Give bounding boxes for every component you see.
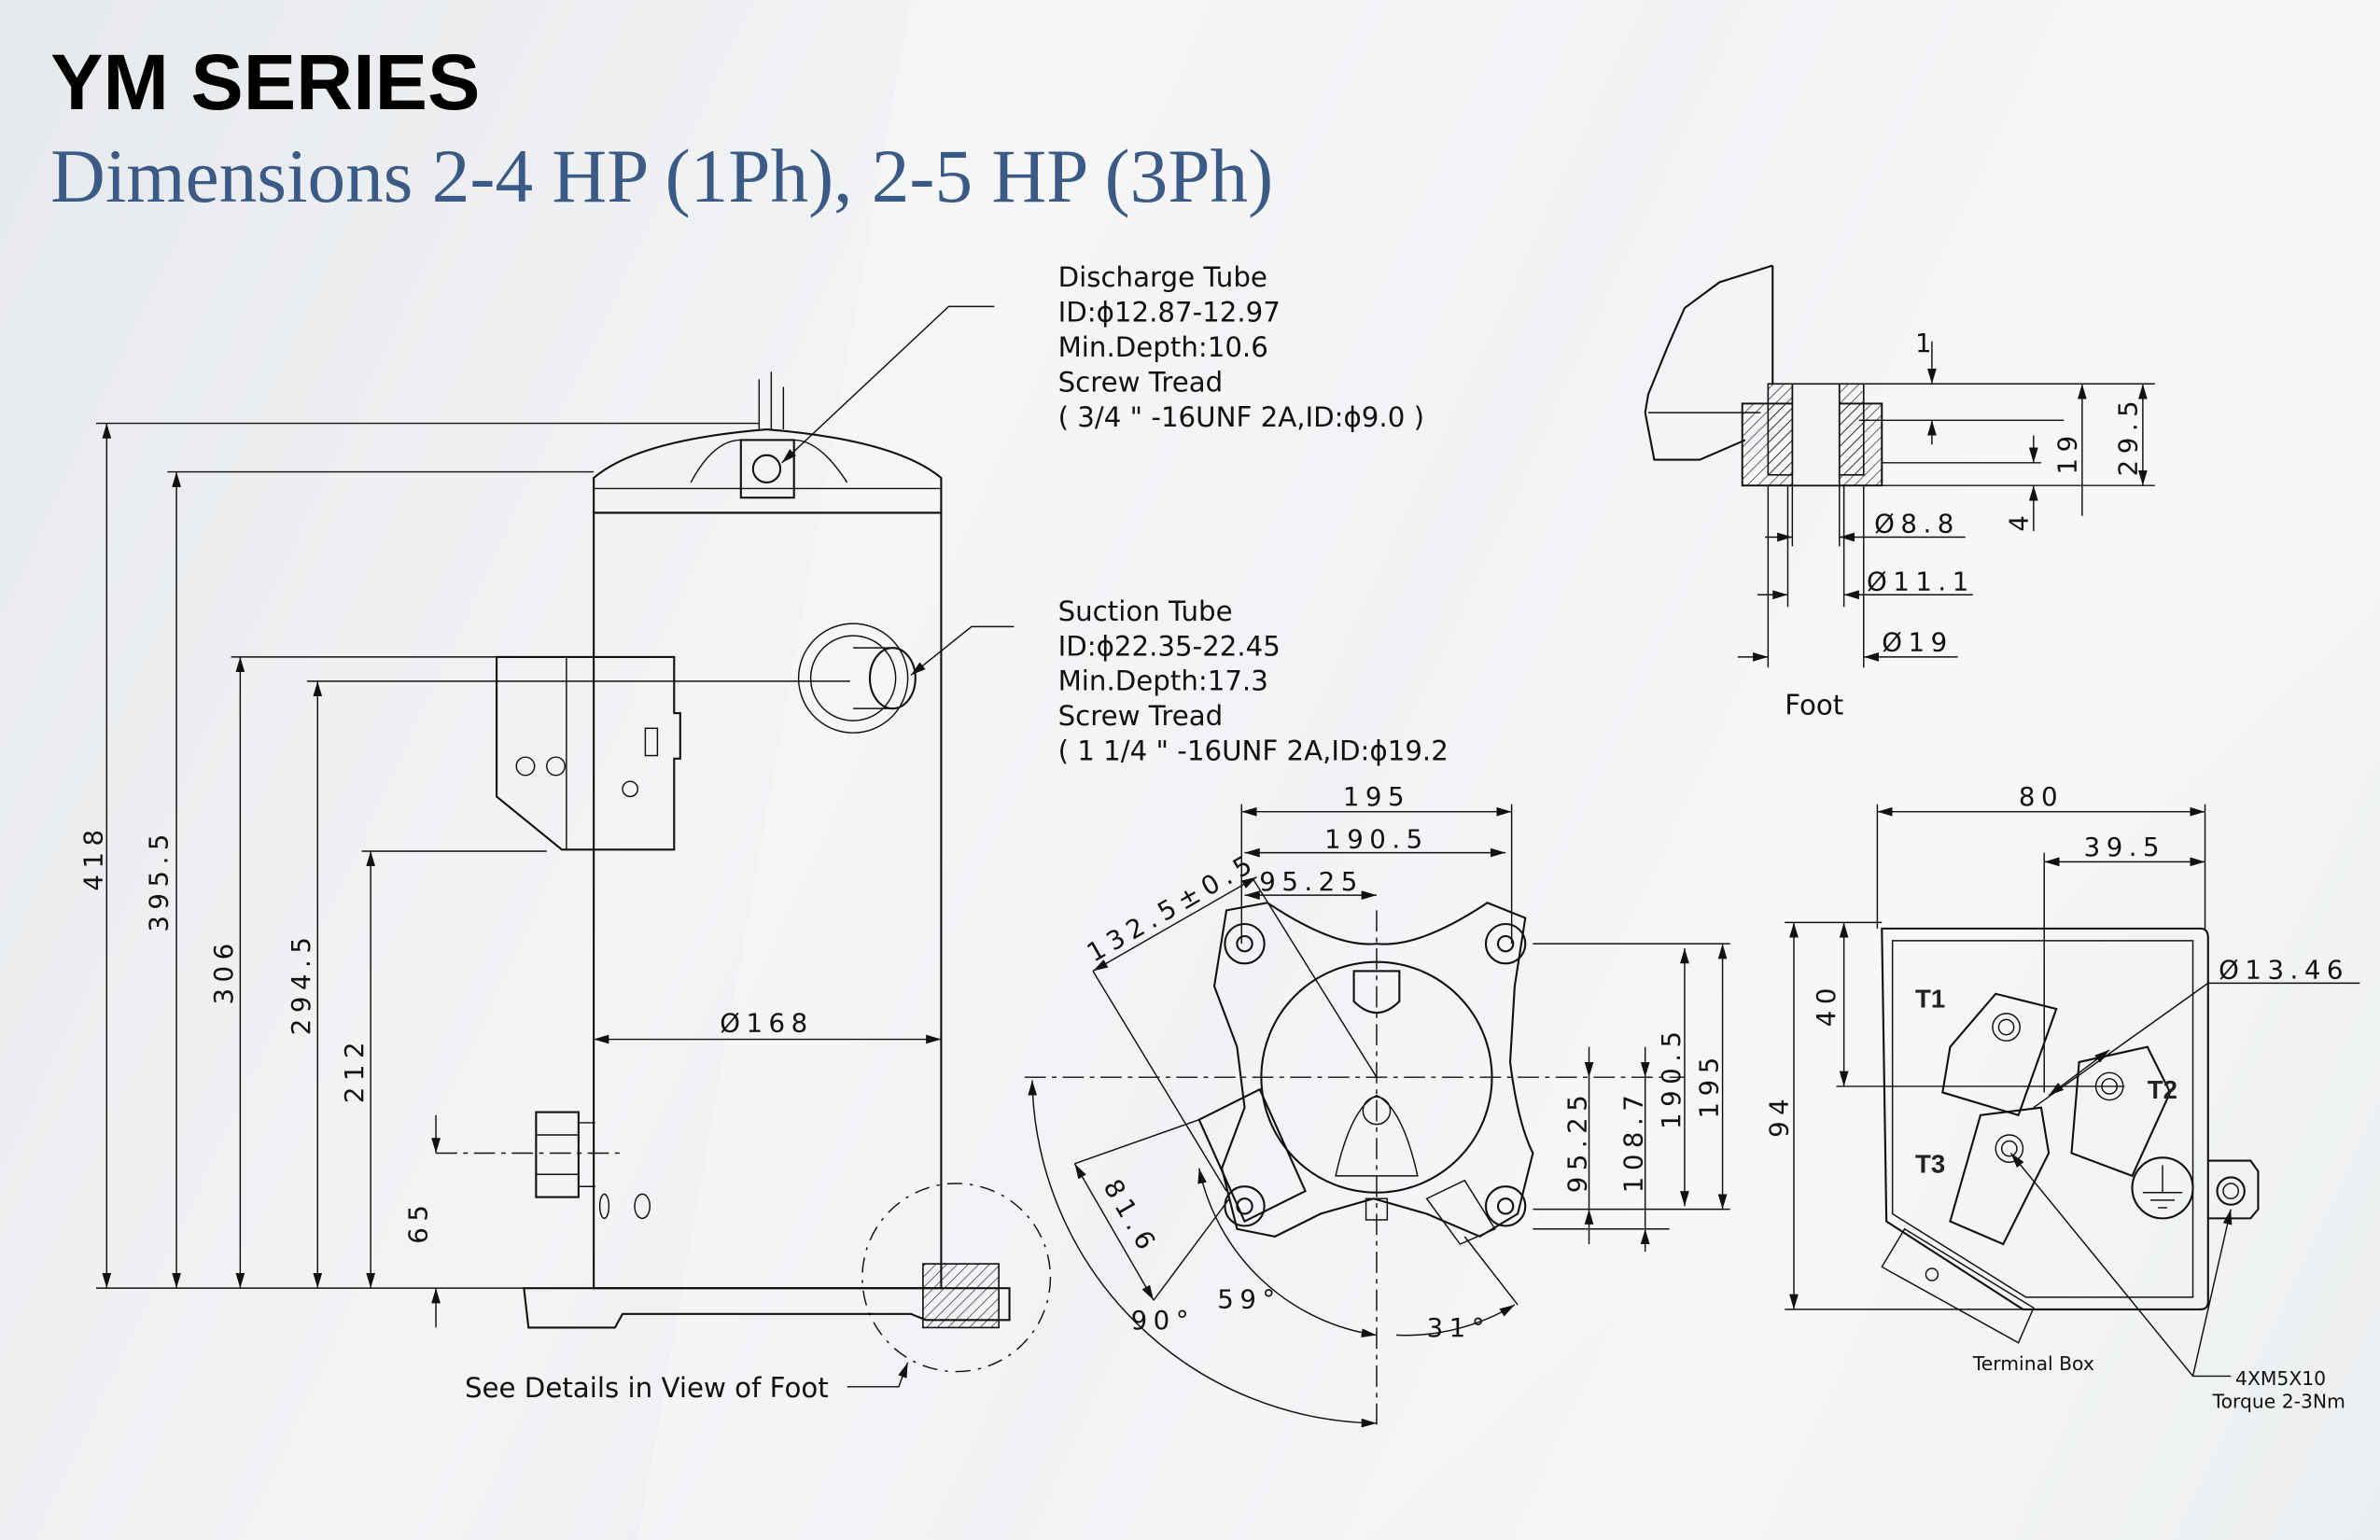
discharge-fitting	[739, 439, 795, 499]
note-line: Screw Tread	[1058, 700, 1224, 732]
dim-label-418: 418	[77, 823, 108, 890]
terminal-label-t2: T2	[2148, 1075, 2177, 1104]
dim-label-39-5: 39.5	[2084, 832, 2166, 862]
side-terminal-box	[496, 655, 681, 851]
terminal-box-label: Terminal Box	[1972, 1352, 2094, 1375]
note-line: ( 1 1/4 " -16UNF 2A,ID:ϕ19.2	[1058, 735, 1449, 766]
dim-label-h190-5: 190.5	[1656, 1025, 1687, 1129]
dim-label-dia19: Ø19	[1882, 626, 1953, 657]
dim-label-h95-25: 95.25	[1561, 1089, 1592, 1194]
dim-label-306: 306	[208, 937, 239, 1004]
terminal-t2	[2070, 1045, 2172, 1178]
dim-label-94: 94	[1763, 1093, 1794, 1138]
terminal-label-t3: T3	[1915, 1150, 1945, 1179]
dim-label-19: 19	[2051, 429, 2082, 474]
terminal-t3	[1949, 1106, 2051, 1246]
base-plate-outline	[1212, 902, 1534, 1239]
dim-label-dia168: Ø168	[720, 1007, 813, 1038]
dim-label-29-5: 29.5	[2112, 395, 2143, 477]
foot-label: Foot	[1785, 690, 1843, 721]
terminal-box-view: 80 39.5 40 94 Ø13.46 T1 T2 T3 Terminal B…	[1763, 781, 2360, 1413]
suction-tube-note: Suction Tube ID:ϕ22.35-22.45 Min.Depth:1…	[1058, 595, 1449, 767]
dim-label-59deg: 59°	[1217, 1283, 1281, 1314]
dim-label-31deg: 31°	[1427, 1312, 1491, 1343]
note-line: ( 3/4 " -16UNF 2A,ID:ϕ9.0 )	[1058, 401, 1424, 433]
terminal-box-outline	[1881, 927, 2209, 1310]
compressor-dome	[593, 427, 943, 514]
foot-detail-note: See Details in View of Foot	[465, 1372, 829, 1404]
note-line: Discharge Tube	[1058, 261, 1267, 293]
terminal-label-t1: T1	[1915, 984, 1945, 1013]
dim-label-dia11-1: Ø11.1	[1867, 566, 1975, 596]
note-line: Min.Depth:10.6	[1058, 331, 1268, 363]
dim-label-212: 212	[339, 1036, 370, 1103]
dim-label-dia13-46: Ø13.46	[2219, 955, 2349, 986]
dim-label-195: 195	[1343, 781, 1410, 812]
foot-detail-view: 1 19 29.5 4 Ø8.8 Ø11.1 Ø19 Foot	[1644, 264, 2155, 721]
page-subtitle: Dimensions 2-4 HP (1Ph), 2-5 HP (3Ph)	[50, 134, 1273, 218]
dim-label-dia8-8: Ø8.8	[1874, 509, 1960, 539]
dim-label-108-7: 108.7	[1617, 1089, 1648, 1194]
dim-label-65: 65	[402, 1199, 433, 1244]
dim-label-294-5: 294.5	[286, 931, 316, 1036]
dim-label-395-5: 395.5	[143, 828, 174, 932]
note-line: Min.Depth:17.3	[1058, 665, 1268, 697]
sight-nut	[535, 1111, 580, 1198]
dim-label-h195: 195	[1694, 1051, 1725, 1118]
dim-label-40: 40	[1811, 982, 1841, 1027]
dim-label-95-25: 95.25	[1259, 866, 1364, 897]
note-line: Suction Tube	[1058, 595, 1233, 627]
note-line: ID:ϕ22.35-22.45	[1058, 630, 1281, 662]
base-plate	[523, 1287, 1011, 1329]
dim-label-4: 4	[2003, 510, 2034, 532]
screw-note-size: 4XM5X10	[2235, 1367, 2326, 1390]
dim-label-1: 1	[1915, 328, 1938, 358]
page-title: YM SERIES	[50, 37, 480, 126]
screw-note-torque: Torque 2-3Nm	[2212, 1391, 2345, 1413]
discharge-tube-note: Discharge Tube ID:ϕ12.87-12.97 Min.Depth…	[1058, 261, 1424, 433]
note-line: ID:ϕ12.87-12.97	[1058, 297, 1281, 329]
dim-label-80: 80	[2019, 781, 2064, 812]
side-view: 418 395.5 306 294.5 212 65 Ø168 See Deta…	[77, 305, 1052, 1404]
terminal-t1	[1941, 992, 2058, 1117]
ground-symbol	[2131, 1156, 2194, 1220]
ground-lug	[2207, 1159, 2260, 1220]
dim-label-90deg: 90°	[1131, 1305, 1195, 1336]
dim-label-190-5: 190.5	[1324, 824, 1429, 855]
note-line: Screw Tread	[1058, 366, 1224, 398]
